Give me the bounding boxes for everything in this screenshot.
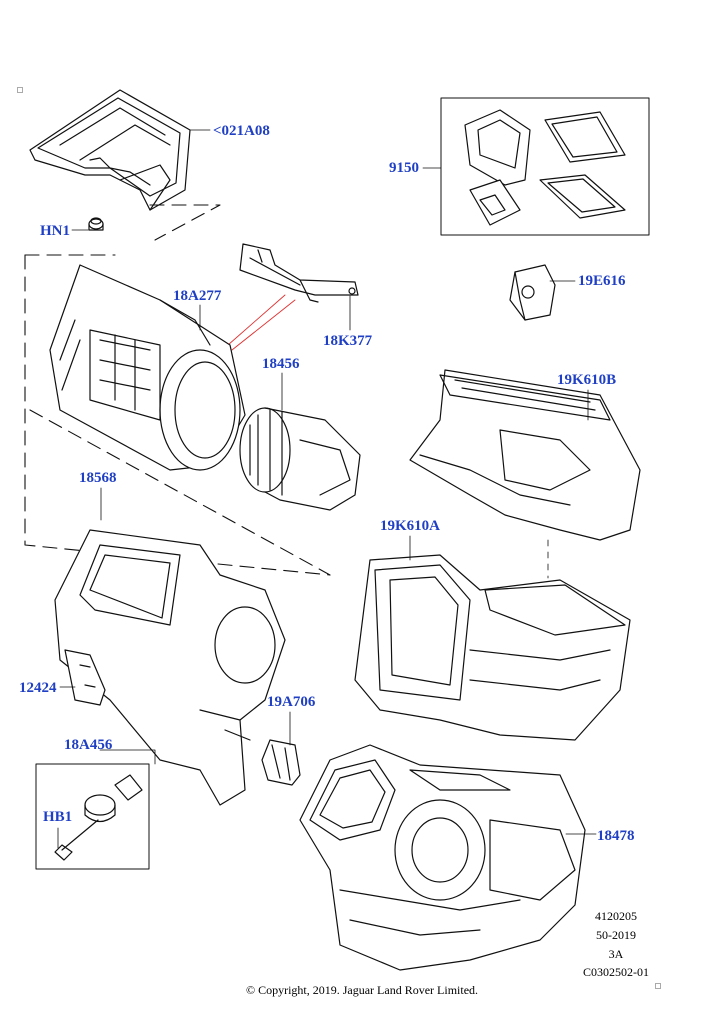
hvac-assembly-18478 bbox=[299, 744, 586, 971]
callout-18568[interactable]: 18568 bbox=[79, 470, 117, 486]
corner-mark-bottom-right bbox=[655, 983, 661, 989]
air-filter-housing bbox=[29, 89, 191, 211]
kit-box-18a456 bbox=[35, 763, 150, 870]
bracket-18k377 bbox=[239, 243, 359, 303]
blower-motor-18456 bbox=[239, 407, 361, 511]
callout-12424[interactable]: 12424 bbox=[19, 680, 57, 696]
meta-code-3: 3A bbox=[608, 947, 624, 961]
callout-18a277[interactable]: 18A277 bbox=[173, 288, 222, 304]
guide-line-red-1 bbox=[227, 294, 286, 346]
kit-18a456-parts bbox=[54, 774, 143, 861]
blower-resistor-19a706 bbox=[261, 739, 301, 786]
callout-18478[interactable]: 18478 bbox=[597, 828, 635, 844]
hvac-case-lower-19k610a bbox=[354, 554, 631, 741]
kit-box-9150 bbox=[440, 97, 650, 236]
hvac-case-upper-19k610b bbox=[409, 369, 641, 541]
callout-19e616[interactable]: 19E616 bbox=[578, 273, 626, 289]
callout-18k377[interactable]: 18K377 bbox=[323, 333, 373, 349]
meta-code-2: 50-2019 bbox=[596, 928, 636, 942]
callout-18456[interactable]: 18456 bbox=[262, 356, 300, 372]
blower-housing-lower-18568 bbox=[54, 529, 286, 806]
meta-code-1: 4120205 bbox=[595, 909, 637, 923]
guide-line-red-2 bbox=[231, 299, 296, 351]
callout-hb1[interactable]: HB1 bbox=[43, 809, 73, 825]
callout-19k610a[interactable]: 19K610A bbox=[380, 518, 440, 534]
callout-hn1[interactable]: HN1 bbox=[40, 223, 70, 239]
leader-18a456 bbox=[99, 749, 156, 765]
callout-19a706[interactable]: 19A706 bbox=[267, 694, 316, 710]
callout-9150[interactable]: 9150 bbox=[389, 160, 419, 176]
corner-mark-top-left bbox=[17, 87, 23, 93]
meta-code-4: C0302502-01 bbox=[583, 965, 649, 979]
blower-housing-upper bbox=[49, 264, 246, 471]
seal-kit-parts bbox=[464, 109, 626, 226]
callout-19k610b[interactable]: 19K610B bbox=[557, 372, 617, 388]
callout-18a456[interactable]: 18A456 bbox=[64, 737, 113, 753]
nut-hn1 bbox=[88, 217, 104, 231]
actuator-19e616 bbox=[509, 264, 556, 321]
copyright-notice: © Copyright, 2019. Jaguar Land Rover Lim… bbox=[245, 983, 479, 997]
callout-021a08[interactable]: <021A08 bbox=[213, 123, 270, 139]
assembly-guide-lines bbox=[24, 204, 331, 576]
gasket-12424 bbox=[64, 649, 106, 706]
